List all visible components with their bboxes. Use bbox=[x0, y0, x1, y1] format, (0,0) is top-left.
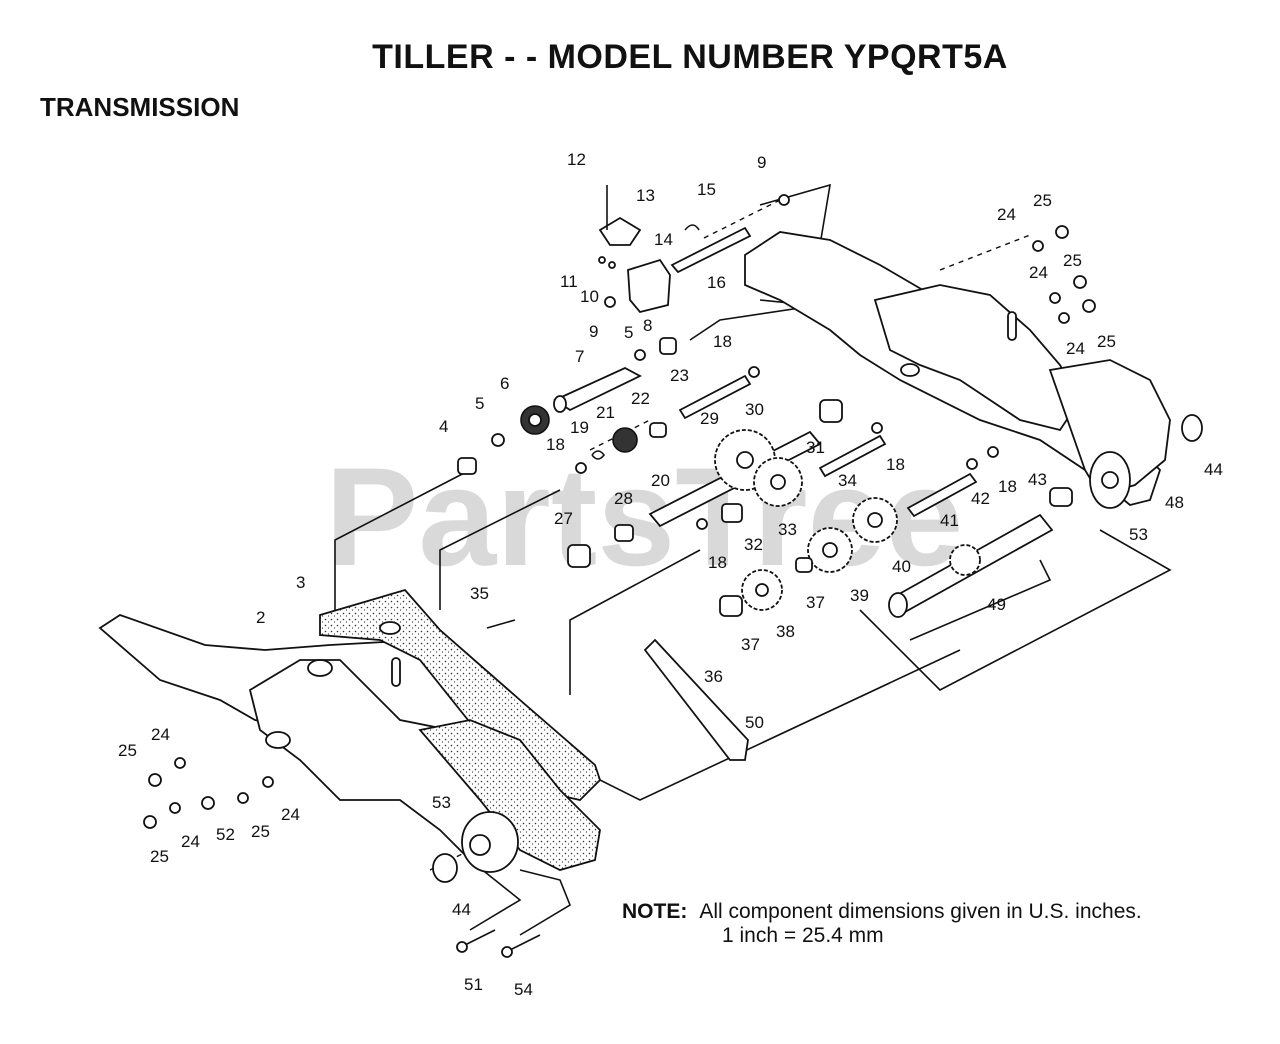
gear-21 bbox=[612, 427, 638, 453]
callout-25: 25 bbox=[118, 741, 137, 760]
small-parts bbox=[457, 185, 1073, 629]
callout-6: 6 bbox=[500, 374, 509, 393]
callout-15: 15 bbox=[697, 180, 716, 199]
callout-labels: 12 13 15 9 14 11 10 16 9 5 8 7 18 23 6 5… bbox=[118, 150, 1223, 999]
callout-43: 43 bbox=[1028, 470, 1047, 489]
callout-32: 32 bbox=[744, 535, 763, 554]
chain-50 bbox=[643, 638, 749, 761]
sprocket-40 bbox=[852, 497, 898, 543]
shaft-34 bbox=[818, 434, 887, 478]
callout-2: 2 bbox=[256, 608, 265, 627]
callout-30: 30 bbox=[745, 400, 764, 419]
callout-18: 18 bbox=[546, 435, 565, 454]
sprocket-49 bbox=[949, 544, 981, 576]
callout-24: 24 bbox=[281, 805, 300, 824]
callout-33: 33 bbox=[778, 520, 797, 539]
shaft-7 bbox=[553, 366, 642, 413]
bearing-53-left bbox=[461, 811, 519, 873]
bearing-44-left bbox=[432, 853, 458, 883]
callout-44: 44 bbox=[1204, 460, 1223, 479]
callout-34: 34 bbox=[838, 471, 857, 490]
callout-10: 10 bbox=[580, 287, 599, 306]
callout-14: 14 bbox=[654, 230, 673, 249]
callout-29: 29 bbox=[700, 409, 719, 428]
callout-41: 41 bbox=[940, 511, 959, 530]
callout-18: 18 bbox=[713, 332, 732, 351]
callout-3: 3 bbox=[296, 573, 305, 592]
sprocket-38 bbox=[741, 569, 783, 611]
callout-44: 44 bbox=[452, 900, 471, 919]
bearing-48 bbox=[1089, 451, 1131, 509]
callout-18: 18 bbox=[998, 477, 1017, 496]
callout-21: 21 bbox=[596, 403, 615, 422]
callout-37: 37 bbox=[741, 635, 760, 654]
callout-24: 24 bbox=[1029, 263, 1048, 282]
callout-54: 54 bbox=[514, 980, 533, 999]
callout-9: 9 bbox=[589, 322, 598, 341]
shaft-16 bbox=[670, 226, 752, 274]
callout-5: 5 bbox=[475, 394, 484, 413]
callout-28: 28 bbox=[614, 489, 633, 508]
case-half-3 bbox=[319, 588, 602, 871]
sprocket-39 bbox=[807, 527, 853, 573]
callout-11: 11 bbox=[560, 272, 578, 291]
callout-38: 38 bbox=[776, 622, 795, 641]
callout-53: 53 bbox=[432, 793, 451, 812]
callout-52: 52 bbox=[216, 825, 235, 844]
callout-42: 42 bbox=[971, 489, 990, 508]
callout-24: 24 bbox=[181, 832, 200, 851]
shaft-23 bbox=[678, 374, 752, 420]
callout-19: 19 bbox=[570, 418, 589, 437]
callout-22: 22 bbox=[631, 389, 650, 408]
callout-25: 25 bbox=[251, 822, 270, 841]
bolts bbox=[456, 929, 541, 958]
callout-8: 8 bbox=[643, 316, 652, 335]
note-line-1: All component dimensions given in U.S. i… bbox=[699, 900, 1142, 923]
callout-36: 36 bbox=[704, 667, 723, 686]
callout-23: 23 bbox=[670, 366, 689, 385]
callout-49: 49 bbox=[987, 595, 1006, 614]
callout-27: 27 bbox=[554, 509, 573, 528]
callout-25: 25 bbox=[150, 847, 169, 866]
callout-5: 5 bbox=[624, 323, 633, 342]
callout-50: 50 bbox=[745, 713, 764, 732]
right-housing bbox=[744, 231, 1171, 506]
callout-24: 24 bbox=[997, 205, 1016, 224]
callout-25: 25 bbox=[1033, 191, 1052, 210]
callout-7: 7 bbox=[575, 347, 584, 366]
callout-39: 39 bbox=[850, 586, 869, 605]
callout-18: 18 bbox=[708, 553, 727, 572]
callout-35: 35 bbox=[470, 584, 489, 603]
gear-6 bbox=[520, 405, 550, 435]
dimension-note: NOTE: All component dimensions given in U… bbox=[622, 900, 1142, 948]
callout-20: 20 bbox=[651, 471, 670, 490]
callout-25: 25 bbox=[1097, 332, 1116, 351]
callout-16: 16 bbox=[707, 273, 726, 292]
shaft-41 bbox=[906, 472, 978, 518]
callout-31: 31 bbox=[806, 438, 825, 457]
page-title: TILLER - - MODEL NUMBER YPQRT5A bbox=[372, 38, 1008, 76]
callout-48: 48 bbox=[1165, 493, 1184, 512]
note-line-2: 1 inch = 25.4 mm bbox=[722, 924, 884, 947]
callout-24: 24 bbox=[151, 725, 170, 744]
callout-18: 18 bbox=[886, 455, 905, 474]
section-heading: TRANSMISSION bbox=[40, 92, 240, 122]
callout-9: 9 bbox=[757, 153, 766, 172]
sprocket-33 bbox=[753, 457, 803, 507]
callout-24: 24 bbox=[1066, 339, 1085, 358]
nuts-washers bbox=[143, 225, 1096, 829]
callout-13: 13 bbox=[636, 186, 655, 205]
callout-40: 40 bbox=[892, 557, 911, 576]
bearing-44-right bbox=[1181, 414, 1203, 442]
callout-25: 25 bbox=[1063, 251, 1082, 270]
callout-53: 53 bbox=[1129, 525, 1148, 544]
callout-4: 4 bbox=[439, 417, 448, 436]
callout-12: 12 bbox=[567, 150, 586, 169]
callout-37: 37 bbox=[806, 593, 825, 612]
callout-51: 51 bbox=[464, 975, 483, 994]
note-label: NOTE: bbox=[622, 900, 688, 923]
